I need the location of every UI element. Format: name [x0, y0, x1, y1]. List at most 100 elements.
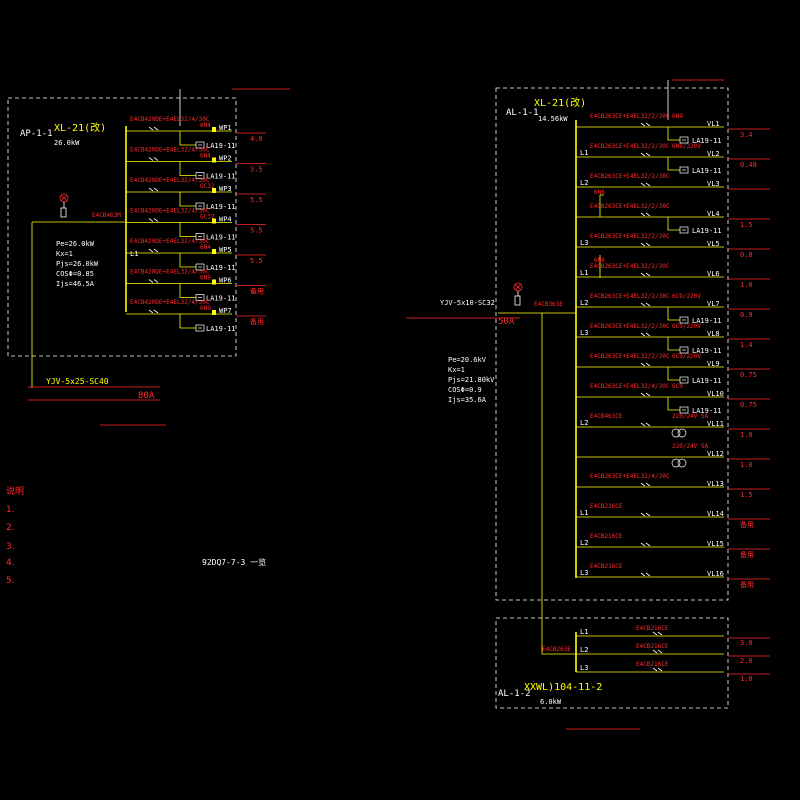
right-panel-power: 14.56kW — [538, 115, 568, 123]
circuit-id: VL3 — [707, 180, 720, 188]
circuit-aux-model: 6N6/220V — [672, 143, 701, 150]
circuit-contactor: LA19-11 — [692, 167, 722, 175]
left-incoming-cable: YJV-5x25-SC40 — [46, 377, 109, 386]
circuit-breaker-model: E4CB216CE — [590, 563, 623, 570]
sub-panel-border — [495, 617, 729, 709]
circuit-id: VL5 — [707, 240, 720, 248]
terminal-icon — [212, 249, 216, 254]
right-panel-model: XL-21(改) — [534, 96, 586, 109]
circuit-breaker-model: E4CB263CE+E4EL32/2/30C — [590, 323, 670, 330]
left-calc-pe: Pe=26.0kW — [56, 240, 95, 248]
fuse-icon — [60, 207, 67, 218]
left-phase-l1: L1 — [130, 250, 138, 258]
circuit-load-value: 0.9 — [740, 311, 753, 319]
circuit-id: VL4 — [707, 210, 720, 218]
terminal-icon — [212, 188, 216, 193]
right-panel: AL-1-1 XL-21(改) 14.56kW YJV-5x10-SC32 50… — [406, 79, 770, 730]
circuit-load-value: 备用 — [740, 550, 754, 559]
circuit-contactor: LA19-11 — [206, 325, 236, 333]
right-calc-pe: Pe=20.6kV — [448, 356, 487, 364]
circuit-id: VL7 — [707, 300, 720, 308]
right-panel-id: AL-1-1 — [506, 108, 539, 118]
circuit-load-value: 1.0 — [740, 675, 753, 683]
circuit-breaker-model: E4CB263CE+E4EL32/4/30C — [590, 383, 670, 390]
left-calc-cos: COSΦ=0.85 — [56, 270, 94, 278]
circuit-load-value: 3.4 — [740, 131, 753, 139]
circuit-breaker-model: E4CB263CE+E4EL32/2/30C — [590, 113, 670, 120]
circuit-id: WP2 — [219, 155, 232, 163]
circuit-phase: L3 — [580, 569, 588, 577]
circuit-contactor: LA19-11 — [206, 203, 236, 211]
circuit-id: VL15 — [707, 540, 724, 548]
circuit-load-value: 0.8 — [740, 251, 753, 259]
circuit-id: WP1 — [219, 124, 232, 132]
circuit-breaker-model: E4CB263CE+E4EL32/2/30C — [590, 353, 670, 360]
circuit-phase: L1 — [580, 149, 588, 157]
left-calc-kx: Kx=1 — [56, 250, 73, 258]
circuit-aux-model: 6C9/220V — [672, 353, 701, 360]
circuit-breaker-model: E4CB263CE+E4EL32/2/30C — [590, 173, 670, 180]
circuit-contactor: LA19-11 — [206, 173, 236, 181]
circuit-breaker-model: E4CB420DE+E4EL32/4/30C — [130, 147, 210, 154]
circuit-load-value: 2.0 — [740, 657, 753, 665]
circuit-contactor: LA19-11 — [692, 227, 722, 235]
right-incoming-current: 50A — [498, 317, 515, 327]
circuit-id: VL9 — [707, 360, 720, 368]
left-panel-model: XL-21(改) — [54, 121, 106, 134]
left-panel-id: AP-1-1 — [20, 129, 53, 139]
terminal-icon — [212, 157, 216, 163]
branch-aux-model: 6N6 — [594, 189, 605, 196]
circuit-aux-model: GC32 — [200, 214, 215, 221]
circuit-breaker-model: E4CB263CE+E4EL32/2/30C — [590, 293, 670, 300]
left-calc-block: Pe=26.0kW Kx=1 Pjs=26.0kW COSΦ=0.85 Ijs=… — [56, 240, 99, 288]
circuit-load-value: 0.75 — [740, 401, 757, 409]
circuit-contactor: LA19-11 — [692, 317, 722, 325]
notes-heading: 说明 — [6, 485, 24, 497]
circuit-phase: L2 — [580, 299, 588, 307]
terminal-icon — [212, 218, 216, 224]
circuit-phase: L2 — [580, 646, 588, 654]
circuit-load-value: 备用 — [740, 580, 754, 589]
circuit-id: VL2 — [707, 150, 720, 158]
circuit-aux-model: 6C9/220V — [672, 323, 701, 330]
left-panel-border — [7, 97, 237, 357]
right-calc-block: Pe=20.6kV Kx=1 Pjs=21.80kV COSΦ=0.9 Ijs=… — [448, 356, 495, 404]
circuit-aux-model: GC32 — [200, 183, 215, 190]
circuit-id: VL16 — [707, 570, 724, 578]
circuit-id: WP4 — [219, 216, 232, 224]
sub-panel-model: XXWL)104-11-2 — [524, 682, 602, 693]
circuit-contactor: LA19-11 — [692, 377, 722, 385]
note-item-1: 1. — [6, 505, 15, 515]
circuit-breaker-model: E4CB263CE+E4EL32/4/30C — [590, 473, 670, 480]
circuit-breaker-model: E4CB216CE — [590, 533, 623, 540]
circuit-load-value: 1.5 — [740, 221, 753, 229]
circuit-phase: L1 — [580, 509, 588, 517]
circuit-breaker-model: E4CB263CE+E4EL32/2/30C — [590, 233, 670, 240]
circuit-id: WP3 — [219, 185, 232, 193]
circuit-contactor: LA19-11 — [206, 264, 236, 272]
circuit-load-value: 0.75 — [740, 371, 757, 379]
terminal-icon — [212, 127, 216, 132]
circuit-aux-model: 220/24V 5A — [672, 413, 709, 420]
right-calc-pjs: Pjs=21.80kV — [448, 376, 495, 384]
circuit-id: WP5 — [219, 246, 232, 254]
circuit-breaker-model: E4CB216CE — [590, 503, 623, 510]
right-calc-cos: COSΦ=0.9 — [448, 386, 482, 394]
circuit-id: VL11 — [707, 420, 724, 428]
